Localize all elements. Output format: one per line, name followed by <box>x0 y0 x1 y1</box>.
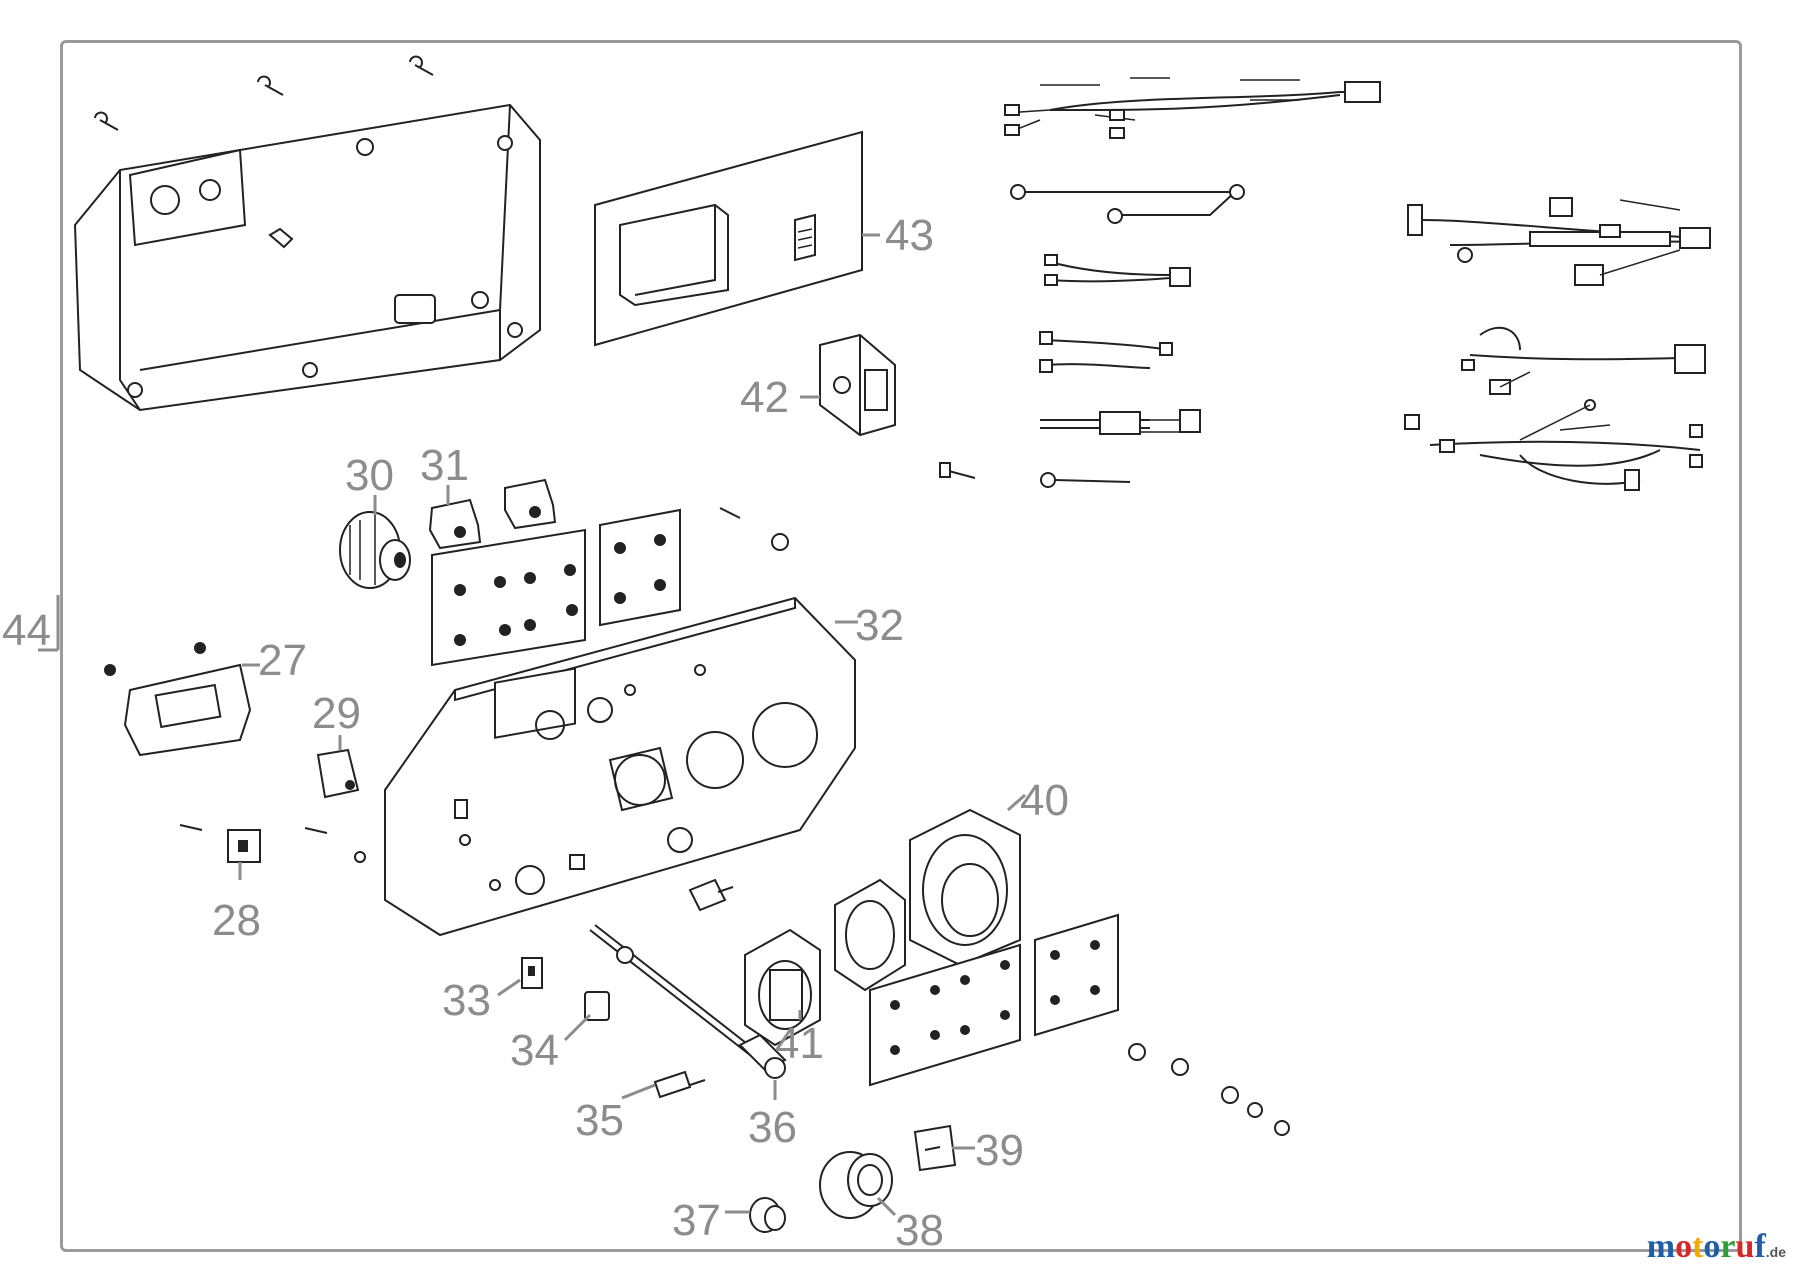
wire-harness-6 <box>1461 326 1706 395</box>
switch-31 <box>428 478 557 550</box>
fitting-36b <box>688 878 734 912</box>
knob-30 <box>339 511 411 589</box>
ground-wire <box>1010 184 1245 224</box>
cable-36 <box>589 924 787 1079</box>
label-31: 31 <box>420 441 469 490</box>
logo-letter: m <box>1646 1228 1676 1265</box>
socket-38 <box>819 1151 893 1219</box>
logo-letter: f <box>1754 1228 1766 1265</box>
logo-letter: r <box>1720 1228 1736 1265</box>
panel-43 <box>594 130 863 347</box>
gasket-plate-socket-left <box>869 943 1021 1087</box>
cap-34 <box>584 991 610 1021</box>
wire-harness-5 <box>1407 197 1711 286</box>
label-38: 38 <box>895 1206 944 1255</box>
label-39: 39 <box>975 1126 1024 1175</box>
diagram-frame <box>60 40 1742 1252</box>
front-panel-32 <box>384 596 856 937</box>
screw <box>719 507 741 519</box>
logo-letter: o <box>1675 1228 1693 1265</box>
label-34: 34 <box>510 1026 559 1075</box>
logo-letter: u <box>1735 1228 1755 1265</box>
wire-harness-4 <box>1040 409 1201 435</box>
light-28 <box>179 824 366 863</box>
control-box-housing <box>73 55 541 412</box>
meter-27 <box>104 642 252 757</box>
switch-29 <box>316 748 360 799</box>
label-41: 41 <box>775 1019 824 1068</box>
label-28: 28 <box>212 896 261 945</box>
logo-letter: t <box>1692 1228 1704 1265</box>
nut <box>771 533 789 551</box>
gasket-plate-left <box>431 528 586 667</box>
switch-39 <box>913 1124 957 1172</box>
gasket-plate-socket-right <box>1034 913 1119 1037</box>
breaker-42 <box>819 333 896 437</box>
socket-40 <box>909 808 1021 967</box>
plug-37 <box>749 1197 786 1233</box>
nuts-washers <box>1128 1043 1290 1136</box>
label-37: 37 <box>672 1196 721 1245</box>
label-42: 42 <box>740 373 789 422</box>
motoruf-logo: motoruf.de <box>1647 1228 1786 1266</box>
label-44: 44 <box>2 606 51 655</box>
gasket-plate-right <box>599 508 681 627</box>
label-33: 33 <box>442 976 491 1025</box>
label-29: 29 <box>312 689 361 738</box>
wire-harness-7 <box>1404 399 1703 491</box>
label-40: 40 <box>1020 776 1069 825</box>
logo-letter: o <box>1703 1228 1721 1265</box>
fitting-35 <box>653 1070 706 1099</box>
logo-suffix: .de <box>1765 1244 1786 1260</box>
wire-harness-1 <box>1004 77 1381 139</box>
leader-lines <box>38 233 1026 1217</box>
part-labels: 44 27 28 29 30 31 32 33 34 35 36 37 38 3… <box>2 211 1069 1255</box>
label-36: 36 <box>748 1103 797 1152</box>
label-30: 30 <box>345 451 394 500</box>
wire-harness-2 <box>1044 254 1191 287</box>
label-27: 27 <box>258 636 307 685</box>
label-35: 35 <box>575 1096 624 1145</box>
bolt-head <box>939 462 951 478</box>
ring-terminal <box>1040 472 1131 488</box>
wire-harness-3 <box>1039 331 1173 373</box>
label-32: 32 <box>855 601 904 650</box>
switch-33 <box>521 957 543 989</box>
label-43: 43 <box>885 211 934 260</box>
